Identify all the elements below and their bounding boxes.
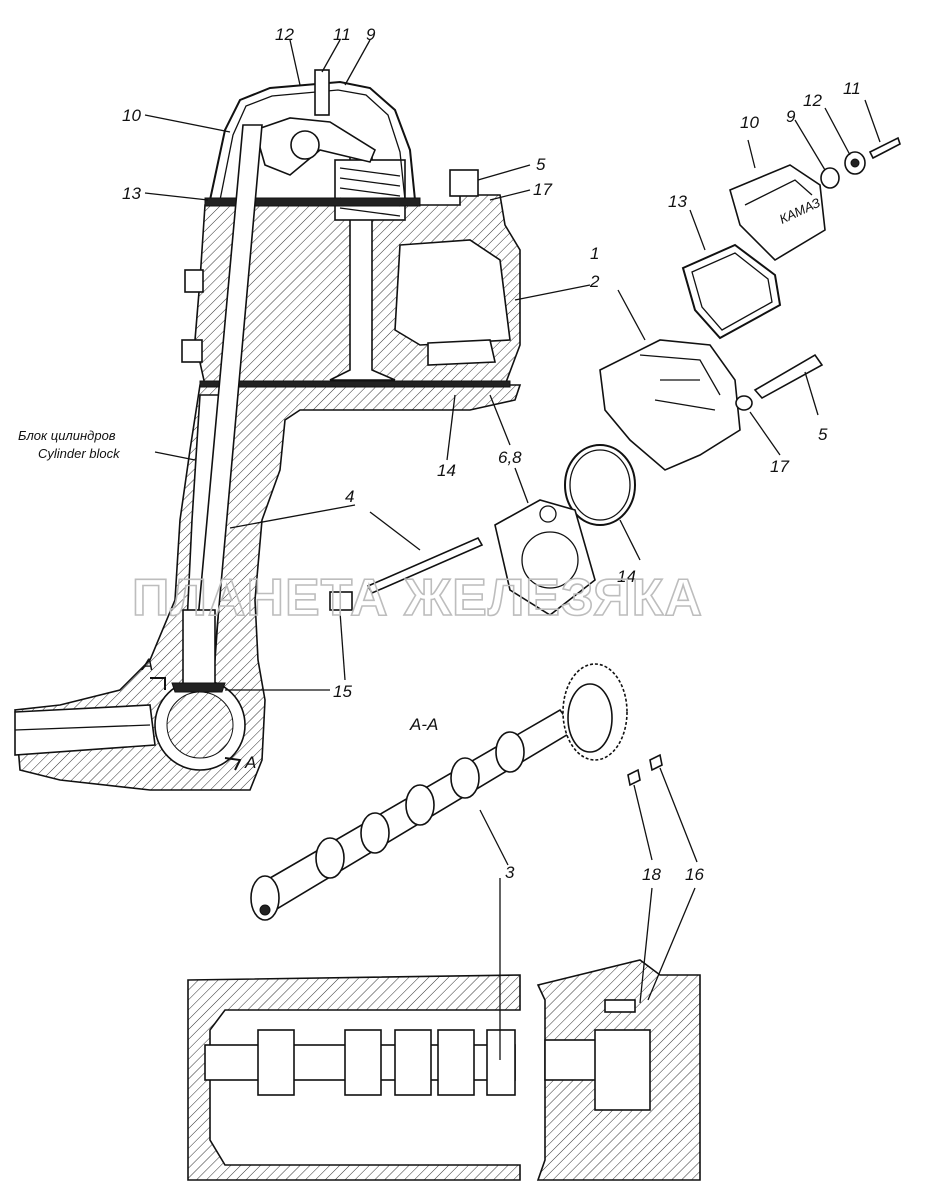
cam-lobe — [450, 757, 480, 799]
callout-3: 3 — [505, 863, 515, 882]
head-slot — [427, 339, 496, 366]
cover-gasket-13 — [204, 197, 421, 207]
cam-lobe — [360, 812, 390, 854]
cam-lobe — [315, 837, 345, 879]
exploded-cylinder-head — [599, 339, 741, 471]
cam-lobe — [405, 784, 435, 826]
camshaft-assembly — [250, 663, 663, 921]
callout-5: 5 — [536, 155, 546, 174]
journal — [437, 1029, 475, 1096]
bushing — [594, 1029, 651, 1111]
callout-9: 9 — [366, 25, 376, 44]
head-cover-10 — [209, 80, 416, 201]
section-a-a-view — [187, 959, 701, 1181]
cylinder-block-label-ru: Блок цилиндров — [18, 428, 116, 443]
journal — [394, 1029, 432, 1096]
block-section-left — [187, 974, 521, 1181]
callout-11: 11 — [333, 25, 351, 44]
valve-spring — [334, 159, 406, 221]
callout-17-exploded: 17 — [770, 457, 789, 476]
journal — [344, 1029, 382, 1096]
callout-12: 12 — [275, 25, 294, 44]
section-mark-a-top: A — [141, 655, 153, 674]
leader-lines — [144, 39, 881, 1060]
section-a-a-label: А-А — [409, 715, 438, 734]
head-port-cavity — [394, 239, 511, 346]
callout-5-exploded: 5 — [818, 425, 828, 444]
tappet-15 — [182, 609, 216, 686]
callout-10: 10 — [122, 106, 141, 125]
callout-4: 4 — [345, 487, 354, 506]
cover-bolt-11 — [314, 69, 330, 116]
camshaft-end — [250, 875, 280, 921]
side-bolt — [181, 339, 203, 363]
callout-18: 18 — [642, 865, 661, 884]
callout-17: 17 — [533, 180, 552, 199]
callout-13-exploded: 13 — [668, 192, 687, 211]
bolt-18-section — [604, 999, 636, 1013]
head-bolt-5 — [449, 169, 479, 197]
callout-10-exploded: 10 — [740, 113, 759, 132]
watermark: ПЛАНЕТА ЖЕЛЕЗЯКА — [132, 569, 703, 627]
exploded-bolt-5 — [753, 353, 824, 400]
callout-9-exploded: 9 — [786, 107, 796, 126]
bolt-18 — [627, 768, 641, 787]
exploded-pushrod-4 — [366, 536, 484, 595]
journal — [257, 1029, 295, 1096]
exploded-cover-10 — [729, 164, 826, 262]
head-gasket-14 — [199, 380, 511, 388]
rocker-shaft — [290, 130, 320, 160]
cylinder-head-section — [14, 69, 522, 791]
journal — [486, 1029, 516, 1096]
cylinder-block-body — [14, 384, 522, 791]
cam-lobe — [495, 731, 525, 773]
exploded-washer-9 — [820, 167, 840, 189]
exploded-tappet-15 — [329, 591, 353, 611]
exploded-parts: КАМАЗ — [329, 136, 901, 616]
oil-tube — [14, 704, 156, 756]
callout-14-exploded: 14 — [617, 567, 636, 586]
cylinder-block-label-en: Cylinder block — [38, 446, 121, 461]
callout-2: 2 — [589, 272, 600, 291]
section-marks: A A — [141, 655, 256, 772]
callout-16: 16 — [685, 865, 704, 884]
callout-labels: 12 11 9 10 13 5 17 1 2 14 6,8 4 14 15 10… — [122, 25, 861, 884]
exploded-bolt-11 — [868, 136, 901, 160]
gear-hub — [567, 683, 613, 753]
exploded-gasket-13 — [681, 243, 782, 340]
callout-12-exploded: 12 — [803, 91, 822, 110]
camshaft-section — [166, 691, 234, 759]
callout-15: 15 — [333, 682, 352, 701]
exploded-head-gasket — [494, 499, 596, 616]
section-mark-a-bottom: A — [244, 753, 256, 772]
callout-1: 1 — [590, 244, 599, 263]
callout-14: 14 — [437, 461, 456, 480]
bolt-16 — [649, 753, 663, 772]
callout-11-exploded: 11 — [843, 79, 861, 98]
callout-13: 13 — [122, 184, 141, 203]
exploded-oring-14 — [564, 444, 636, 526]
callout-6-8: 6,8 — [498, 448, 522, 467]
exploded-washer-17 — [735, 395, 753, 411]
side-bolt — [184, 269, 204, 293]
